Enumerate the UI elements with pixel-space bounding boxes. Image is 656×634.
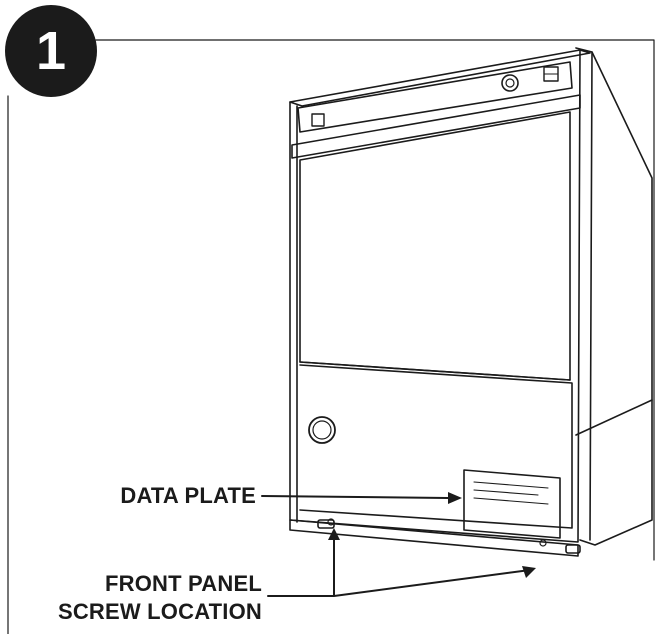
right-foot <box>565 544 581 554</box>
machine-top <box>289 49 591 107</box>
front-panel-label: FRONT PANEL <box>104 571 262 596</box>
panel-frame <box>7 39 655 634</box>
data-plate-arrow <box>261 495 449 499</box>
data-plate-label: DATA PLATE <box>120 483 256 508</box>
side-lower-seam <box>575 399 653 436</box>
control-knob-icon <box>501 74 519 92</box>
screw-location-label: SCREW LOCATION <box>57 599 262 624</box>
screw-left-icon <box>327 518 335 526</box>
data-plate-shape <box>463 469 561 539</box>
left-foot <box>317 519 335 529</box>
machine-side <box>575 47 653 546</box>
step-badge <box>5 5 97 97</box>
machine-front-outline <box>289 49 581 543</box>
base-strip <box>289 519 579 557</box>
door-panel <box>299 111 571 381</box>
door-handle <box>291 94 581 159</box>
step-number: 1 <box>35 21 67 81</box>
screw-arrows <box>267 537 531 597</box>
door-bottom-edge <box>299 361 571 381</box>
control-panel <box>297 61 573 133</box>
lower-panel <box>299 364 573 529</box>
screw-right-icon <box>539 539 547 547</box>
gauge-icon <box>308 416 336 444</box>
side-inner-edge <box>589 51 593 541</box>
power-switch-icon <box>311 113 325 127</box>
